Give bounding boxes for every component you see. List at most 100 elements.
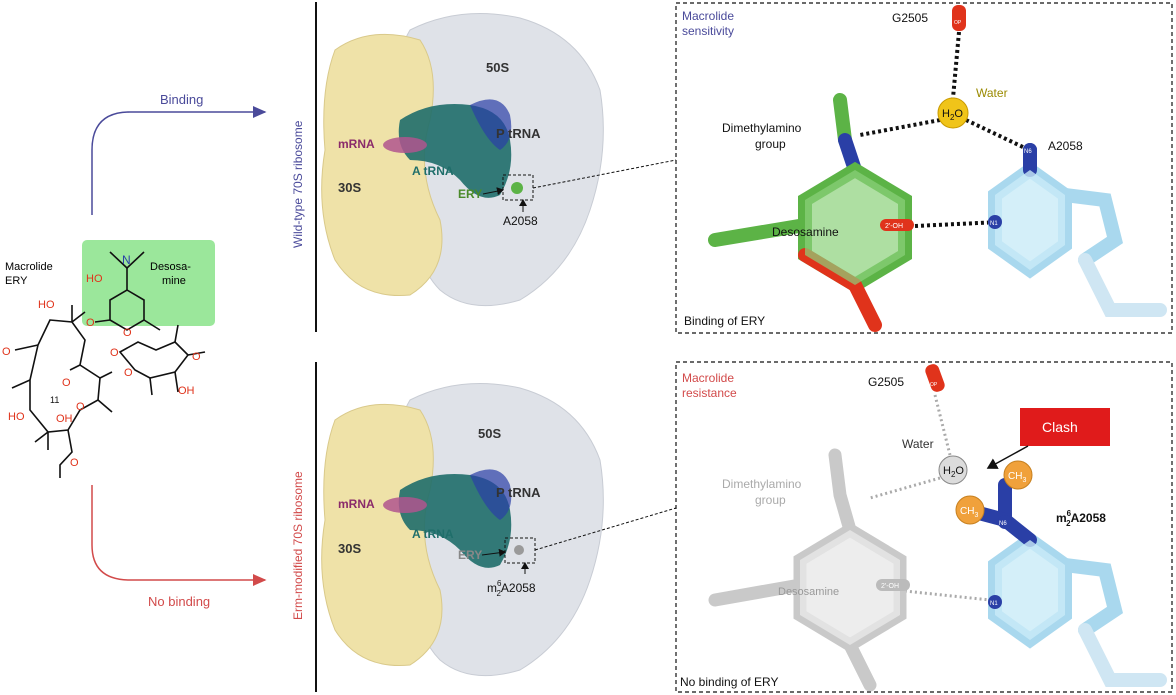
mrna-bottom bbox=[383, 497, 427, 513]
desosamine-label-line1: Desosa- bbox=[150, 261, 191, 273]
water-label-top: Water bbox=[976, 86, 1008, 100]
subunit-30s-top bbox=[321, 33, 443, 297]
desosamine-ring-fill-top bbox=[805, 170, 905, 285]
cladinose-hydroxyl: OH bbox=[178, 385, 195, 397]
label-atrna-top: A tRNA bbox=[412, 164, 454, 178]
n1-atom-top bbox=[988, 215, 1002, 229]
hydroxyl-bubble-top bbox=[880, 219, 914, 231]
n1-label-top: N1 bbox=[990, 221, 998, 227]
clash-arrow bbox=[986, 445, 1029, 469]
label-a2058-top: A2058 bbox=[503, 214, 538, 228]
ribosome-top: 50S 30S mRNA P tRNA A tRNA ERY A2058 bbox=[321, 13, 677, 307]
erm-title: Erm-modified 70S ribosome bbox=[291, 471, 305, 620]
cladinose-ring-oxygen: O bbox=[124, 367, 133, 379]
zoom-line-bottom bbox=[534, 507, 677, 551]
ring-hydroxyl-bottom: OH bbox=[56, 413, 73, 425]
detail-panel-bottom: Macrolide resistance G2505 OP H2O Water … bbox=[675, 361, 1173, 693]
desosamine-ring-fill-bottom bbox=[800, 530, 900, 645]
g2505-stick-bottom bbox=[925, 364, 945, 392]
no-binding-caption: No binding of ERY bbox=[680, 675, 779, 689]
label-50s-bottom: 50S bbox=[478, 426, 501, 441]
sensitivity-title-line2: sensitivity bbox=[682, 24, 734, 38]
methyl-sphere-left bbox=[955, 495, 985, 525]
detail-panel-top: Macrolide sensitivity G2505 OP H2O Water… bbox=[675, 2, 1173, 334]
water-label-bottom: Water bbox=[902, 437, 934, 451]
dimethylamino-label-top-1: Dimethylamino bbox=[722, 121, 802, 135]
dimethylamino-label-top-2: group bbox=[755, 137, 786, 151]
glycosidic-oxygen-2: O bbox=[110, 347, 119, 359]
binding-arrow bbox=[91, 106, 267, 215]
clash-box bbox=[1020, 408, 1110, 446]
label-30s-top: 30S bbox=[338, 180, 361, 195]
g2505-atom-top: OP bbox=[954, 20, 962, 26]
resistance-title-line1: Macrolide bbox=[682, 371, 734, 385]
adenine-ring-fill-top bbox=[995, 170, 1065, 270]
erythromycin-structure: Macrolide ERY Desosa- mine N HO O O HO bbox=[2, 240, 215, 478]
n6-label-bottom: N6 bbox=[999, 521, 1007, 527]
a2058-label-top: A2058 bbox=[1048, 139, 1083, 153]
label-atrna-bottom: A tRNA bbox=[412, 527, 454, 541]
methyl-label-top: CH3 bbox=[1008, 471, 1026, 484]
zoom-line-top bbox=[532, 159, 677, 189]
desosamine-label-top: Desosamine bbox=[772, 225, 839, 239]
ketone-oxygen: O bbox=[2, 346, 11, 358]
desosamine-ring-oxygen: O bbox=[123, 327, 132, 339]
g2505-label-top: G2505 bbox=[892, 11, 928, 25]
label-mrna-top: mRNA bbox=[338, 137, 375, 151]
desosamine-label-bottom: Desosamine bbox=[778, 586, 839, 598]
n1-atom-bottom bbox=[988, 595, 1002, 609]
lactone-oxygen: O bbox=[62, 377, 71, 389]
bottom-oxygen: O bbox=[70, 457, 79, 469]
methyl-label-left: CH3 bbox=[960, 506, 978, 519]
water-formula-top: H2O bbox=[942, 108, 963, 122]
water-sphere-bottom bbox=[938, 455, 968, 485]
subunit-30s-bottom bbox=[321, 403, 443, 667]
sensitivity-title-line1: Macrolide bbox=[682, 9, 734, 23]
label-ery-bottom: ERY bbox=[458, 548, 482, 562]
resistance-title-line2: resistance bbox=[682, 386, 737, 400]
g2505-stick-top bbox=[952, 5, 966, 31]
dimethylamino-label-bottom-2: group bbox=[755, 493, 786, 507]
desosamine-hydroxyl: HO bbox=[86, 273, 103, 285]
ery-blob-bottom bbox=[514, 545, 524, 555]
no-binding-label: No binding bbox=[148, 594, 210, 609]
dimethylamino-label-bottom-1: Dimethylamino bbox=[722, 477, 802, 491]
binding-caption: Binding of ERY bbox=[684, 314, 765, 328]
n1-label-bottom: N1 bbox=[990, 601, 998, 607]
wildtype-title: Wild-type 70S ribosome bbox=[291, 120, 305, 248]
desosamine-label-line2: mine bbox=[162, 275, 186, 287]
ptrna-shade-bottom bbox=[470, 469, 512, 520]
clash-label: Clash bbox=[1042, 419, 1078, 435]
no-binding-arrow bbox=[91, 485, 267, 586]
methoxy-oxygen: O bbox=[192, 351, 201, 363]
hydroxyl-label-bottom: 2'-OH bbox=[881, 583, 899, 590]
label-ery-top: ERY bbox=[458, 187, 482, 201]
ptrna-shade-top bbox=[470, 99, 512, 150]
macrolide-label-line2: ERY bbox=[5, 275, 28, 287]
desosamine-highlight-box bbox=[82, 240, 215, 326]
hydroxyl-label-top: 2'-OH bbox=[885, 223, 903, 230]
methyl-sphere-top bbox=[1003, 460, 1033, 490]
label-ptrna-top: P tRNA bbox=[496, 126, 541, 141]
adenine-ring-fill-bottom bbox=[995, 540, 1065, 640]
ring-hydroxyl-top: HO bbox=[38, 299, 55, 311]
ring-oxygen-lower: O bbox=[76, 401, 85, 413]
water-formula-bottom: H2O bbox=[943, 465, 964, 479]
n6-label-top: N6 bbox=[1024, 149, 1032, 155]
n6-atom-top bbox=[1023, 143, 1037, 157]
n6-atom-bottom bbox=[998, 515, 1012, 529]
carbon-11-label: 11 bbox=[50, 395, 59, 405]
water-sphere-top bbox=[937, 97, 969, 129]
label-mrna-bottom: mRNA bbox=[338, 497, 375, 511]
hydroxyl-bubble-bottom bbox=[876, 579, 910, 591]
g2505-atom-bottom: OP bbox=[930, 382, 938, 388]
ery-blob-top bbox=[511, 182, 523, 194]
binding-label: Binding bbox=[160, 92, 203, 107]
ring-hydroxyl-bottom-left: HO bbox=[8, 411, 25, 423]
g2505-label-bottom: G2505 bbox=[868, 375, 904, 389]
macrolide-label-line1: Macrolide bbox=[5, 261, 53, 273]
